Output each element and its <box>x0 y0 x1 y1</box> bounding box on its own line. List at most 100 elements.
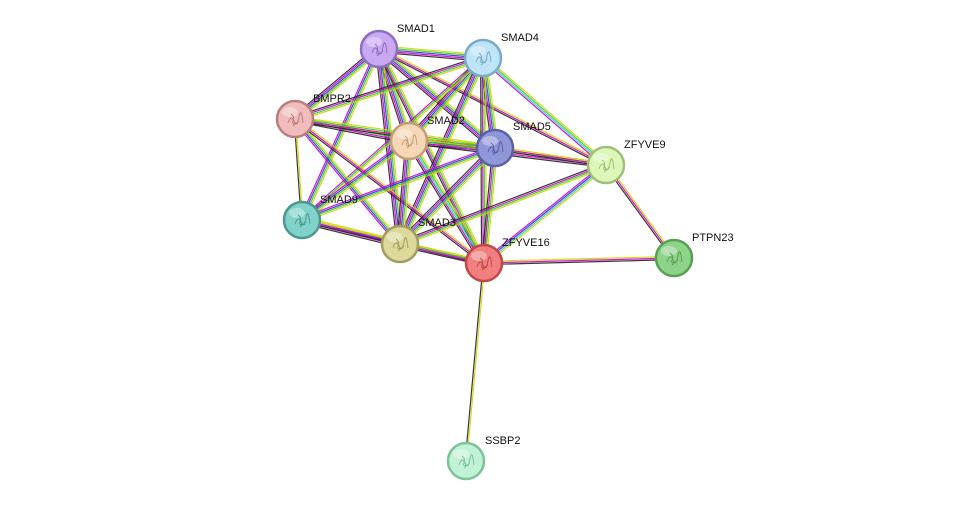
node-highlight <box>453 449 469 459</box>
protein-structure-icon <box>392 237 409 252</box>
node-highlight <box>470 46 486 56</box>
node-label: ZFYVE16 <box>502 237 550 249</box>
edge-evidence-line <box>400 148 497 246</box>
edge-evidence-line <box>299 47 378 220</box>
node-circle[interactable] <box>380 224 420 264</box>
node-circle[interactable] <box>359 29 399 69</box>
edge-zfyve16-ssbp2[interactable] <box>464 262 486 462</box>
edge-evidence-line <box>464 262 484 461</box>
edge-evidence-line <box>300 145 495 219</box>
node-circle[interactable] <box>446 441 486 481</box>
edge-evidence-line <box>482 147 495 263</box>
edge-evidence-line <box>400 58 486 245</box>
protein-structure-icon <box>476 256 493 271</box>
edge-evidence-line <box>396 56 481 243</box>
node-circle[interactable] <box>464 243 504 283</box>
edge-smad4-bmpr2[interactable] <box>294 55 484 122</box>
protein-structure-icon <box>458 454 475 469</box>
node-smad3[interactable]: SMAD3 <box>380 217 456 264</box>
node-zfyve16[interactable]: ZFYVE16 <box>464 237 550 283</box>
edge-evidence-line <box>484 165 607 265</box>
node-smad1[interactable]: SMAD1 <box>359 23 435 69</box>
node-ptpn23[interactable]: PTPN23 <box>654 232 734 278</box>
edge-evidence-line <box>292 120 399 246</box>
edge-evidence-line <box>379 47 608 165</box>
edge-evidence-line <box>294 55 483 118</box>
edge-evidence-line <box>481 59 605 168</box>
node-smad2[interactable]: SMAD2 <box>389 115 465 161</box>
edge-evidence-line <box>409 139 486 263</box>
edge-evidence-line <box>301 139 409 220</box>
node-circle[interactable] <box>275 99 315 139</box>
node-label: ZFYVE9 <box>624 139 666 151</box>
edge-evidence-line <box>295 58 484 121</box>
edge-evidence-line <box>483 257 675 264</box>
edge-zfyve9-zfyve16[interactable] <box>482 162 608 266</box>
edge-evidence-line <box>293 119 400 245</box>
edge-smad5-smad3[interactable] <box>397 145 498 247</box>
edge-smad4-smad3[interactable] <box>396 56 487 246</box>
edge-evidence-line <box>411 139 488 262</box>
edge-evidence-line <box>484 148 497 264</box>
node-circle[interactable] <box>654 238 694 278</box>
protein-structure-icon <box>287 112 304 127</box>
edge-evidence-line <box>398 162 606 243</box>
node-smad9[interactable]: SMAD9 <box>282 194 358 240</box>
edge-evidence-line <box>380 46 498 147</box>
edge-evidence-line <box>294 56 483 119</box>
edge-evidence-line <box>401 149 498 247</box>
node-circle[interactable] <box>282 200 322 240</box>
protein-structure-icon <box>401 134 418 149</box>
node-label: BMPR2 <box>313 93 351 105</box>
edge-smad4-zfyve9[interactable] <box>481 55 608 168</box>
node-label: SMAD9 <box>320 194 358 206</box>
node-label: PTPN23 <box>692 232 734 244</box>
node-label: SMAD2 <box>427 115 465 127</box>
edge-evidence-line <box>302 141 410 222</box>
edge-evidence-line <box>295 118 402 244</box>
edge-smad1-smad9[interactable] <box>299 47 382 222</box>
edge-evidence-line <box>303 49 382 222</box>
node-zfyve9[interactable]: ZFYVE9 <box>586 139 666 185</box>
node-smad5[interactable]: SMAD5 <box>475 121 551 168</box>
edge-evidence-line <box>294 120 409 144</box>
node-highlight <box>471 251 487 261</box>
edge-evidence-line <box>296 117 403 243</box>
node-label: SMAD3 <box>418 217 456 229</box>
edge-evidence-line <box>397 145 494 243</box>
edge-evidence-line <box>484 258 675 266</box>
edge-bmpr2-smad3[interactable] <box>292 117 403 246</box>
node-circle[interactable] <box>475 128 515 168</box>
edge-smad5-smad9[interactable] <box>300 145 497 223</box>
edge-evidence-line <box>399 57 484 245</box>
edge-evidence-line <box>294 119 409 143</box>
edge-evidence-line <box>399 147 496 245</box>
node-circle[interactable] <box>463 38 503 78</box>
protein-structure-icon <box>371 42 388 57</box>
edge-evidence-line <box>303 142 411 223</box>
node-bmpr2[interactable]: BMPR2 <box>275 93 351 139</box>
edge-zfyve16-ptpn23[interactable] <box>483 255 675 266</box>
edge-zfyve9-smad3[interactable] <box>398 162 608 247</box>
node-highlight <box>366 37 382 47</box>
node-circle[interactable] <box>389 121 429 161</box>
edge-evidence-line <box>378 48 401 245</box>
node-highlight <box>387 232 403 242</box>
edge-evidence-line <box>483 163 606 263</box>
node-smad4[interactable]: SMAD4 <box>463 32 539 78</box>
edge-evidence-line <box>376 49 400 245</box>
edge-smad2-smad9[interactable] <box>300 138 411 223</box>
edge-evidence-line <box>293 119 484 265</box>
edge-evidence-line <box>300 48 379 220</box>
edge-evidence-line <box>482 58 606 167</box>
edge-evidence-line <box>466 263 486 462</box>
node-circle[interactable] <box>586 145 626 185</box>
protein-structure-icon <box>475 51 492 66</box>
edge-evidence-line <box>301 146 495 220</box>
edge-evidence-line <box>483 255 674 263</box>
node-highlight <box>661 246 677 256</box>
node-ssbp2[interactable]: SSBP2 <box>446 435 520 481</box>
edge-evidence-line <box>302 148 496 222</box>
edge-evidence-line <box>485 166 608 266</box>
